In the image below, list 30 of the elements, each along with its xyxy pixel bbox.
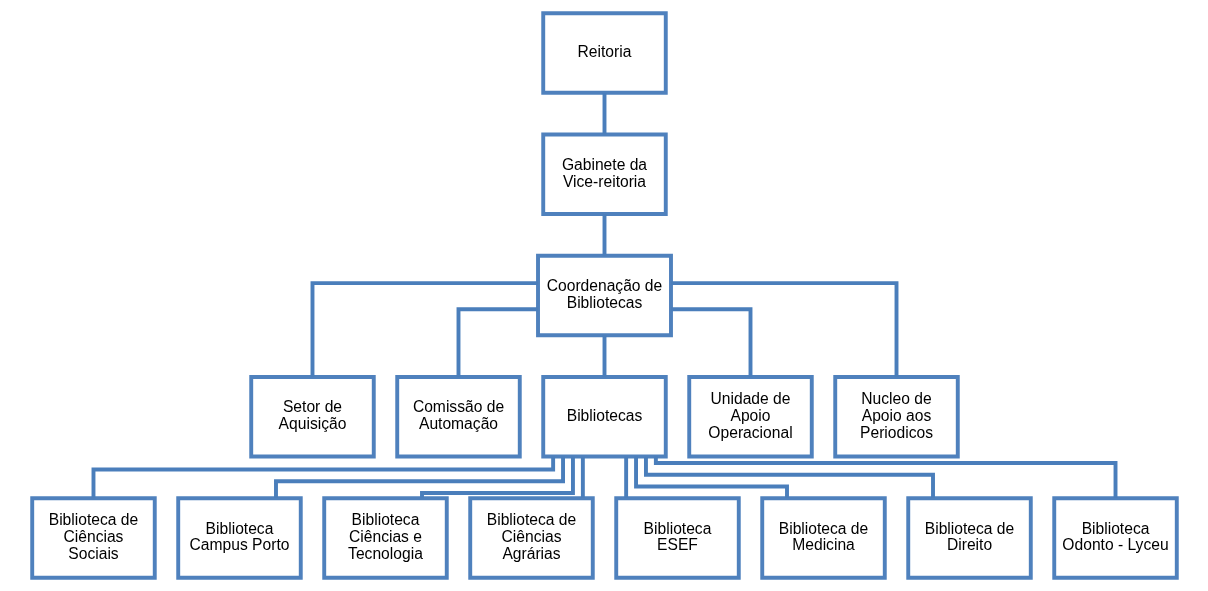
node-box: Biblioteca Odonto - Lyceu — [1051, 496, 1179, 580]
node-box: Coordenação de Bibliotecas — [535, 253, 673, 338]
connector — [670, 307, 752, 377]
node-box: Setor de Aquisição — [248, 375, 376, 459]
connector — [456, 307, 538, 377]
node-box: Biblioteca de Ciências Sociais — [29, 496, 157, 580]
connector — [670, 281, 898, 377]
connector — [273, 456, 565, 498]
connector — [310, 281, 538, 377]
connector — [623, 456, 628, 498]
connector — [419, 456, 575, 499]
node-box: Biblioteca ESEF — [613, 496, 741, 580]
node-box: Bibliotecas — [540, 375, 668, 459]
connector — [602, 214, 606, 256]
connector — [91, 456, 555, 499]
connector — [633, 456, 789, 498]
connector — [580, 456, 585, 498]
node-box: Gabinete da Vice-reitoria — [540, 132, 668, 216]
node-box: Biblioteca Campus Porto — [175, 496, 303, 580]
connector — [602, 93, 606, 135]
node-box: Nucleo de Apoio aos Periodicos — [832, 375, 960, 459]
connector — [602, 335, 606, 377]
connector — [653, 456, 1117, 498]
node-box: Biblioteca de Ciências Agrárias — [467, 496, 595, 580]
node-box: Biblioteca Ciências e Tecnologia — [321, 496, 449, 580]
node-box: Unidade de Apoio Operacional — [686, 375, 814, 459]
node-box: Biblioteca de Medicina — [759, 496, 887, 580]
node-box: Reitoria — [540, 11, 668, 95]
node-box: Biblioteca de Direito — [905, 496, 1033, 580]
node-box: Comissão de Automação — [394, 375, 522, 459]
